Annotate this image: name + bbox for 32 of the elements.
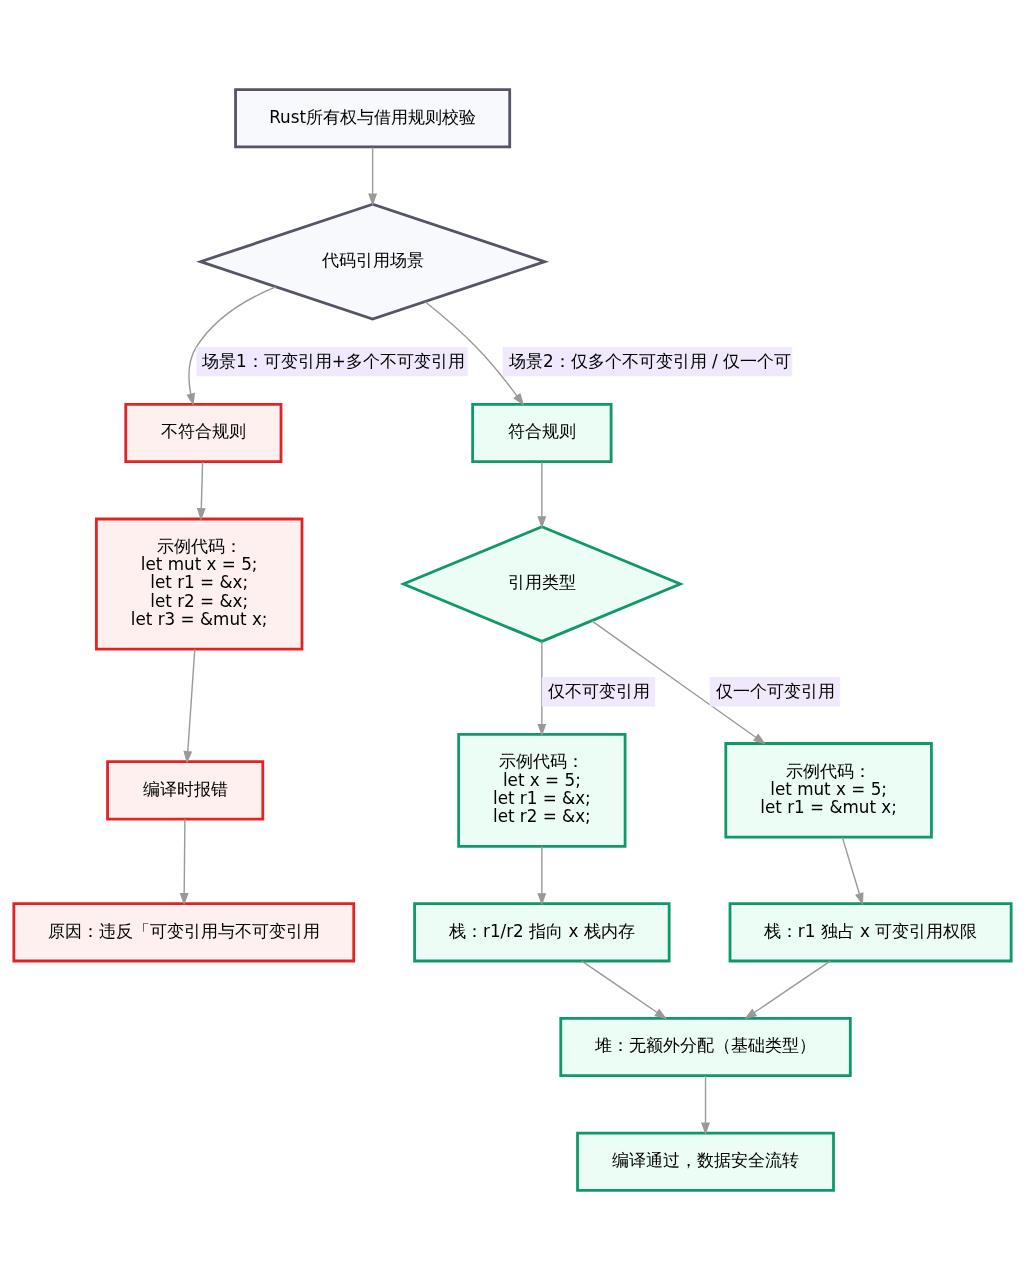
node-box: 栈：r1 独占 x 可变引用权限 <box>728 902 1013 963</box>
node-box: 编译时报错 <box>106 760 265 821</box>
node-box: 符合规则 <box>471 402 613 464</box>
edge-label: 仅一个可变引用 <box>716 680 836 701</box>
arrow <box>179 818 189 906</box>
arrow <box>581 960 668 1020</box>
arrow <box>196 461 206 521</box>
arrow <box>186 286 277 407</box>
arrow <box>368 146 378 207</box>
node-box: 示例代码： let x = 5; let r1 = &x; let r2 = &x; <box>457 733 627 848</box>
node-box: Rust所有权与借用规则校验 <box>234 88 512 149</box>
node-box: 栈：r1/r2 指向 x 栈内存 <box>413 902 671 963</box>
node-box: 原因：违反「可变引用与不可变引用 <box>12 902 356 963</box>
arrow <box>537 640 547 737</box>
node-box: 堆：无额外分配（基础类型） <box>559 1016 852 1078</box>
node-box: 编译通过，数据安全流转 <box>576 1131 835 1192</box>
arrow <box>183 648 196 764</box>
arrow <box>537 461 547 529</box>
node-diamond: 引用类型 <box>399 525 684 643</box>
arrow <box>591 620 766 745</box>
arrow <box>701 1075 710 1136</box>
arrow <box>744 960 831 1020</box>
node-diamond: 代码引用场景 <box>196 202 550 321</box>
edge-label: 场景1：可变引用+多个不可变引用 <box>201 350 465 371</box>
node-box: 示例代码： let mut x = 5; let r1 = &x; let r2 = &x; let r3 = &mut x; <box>94 517 304 651</box>
node-box: 示例代码： let mut x = 5; let r1 = &mut x; <box>724 742 933 839</box>
edge-label: 场景2：仅多个不可变引用 / 仅一个可 <box>509 350 791 371</box>
node-box: 不符合规则 <box>124 402 283 464</box>
edge-label: 仅不可变引用 <box>548 680 651 701</box>
arrow <box>841 836 864 906</box>
arrow <box>537 845 547 906</box>
arrow <box>424 301 525 406</box>
